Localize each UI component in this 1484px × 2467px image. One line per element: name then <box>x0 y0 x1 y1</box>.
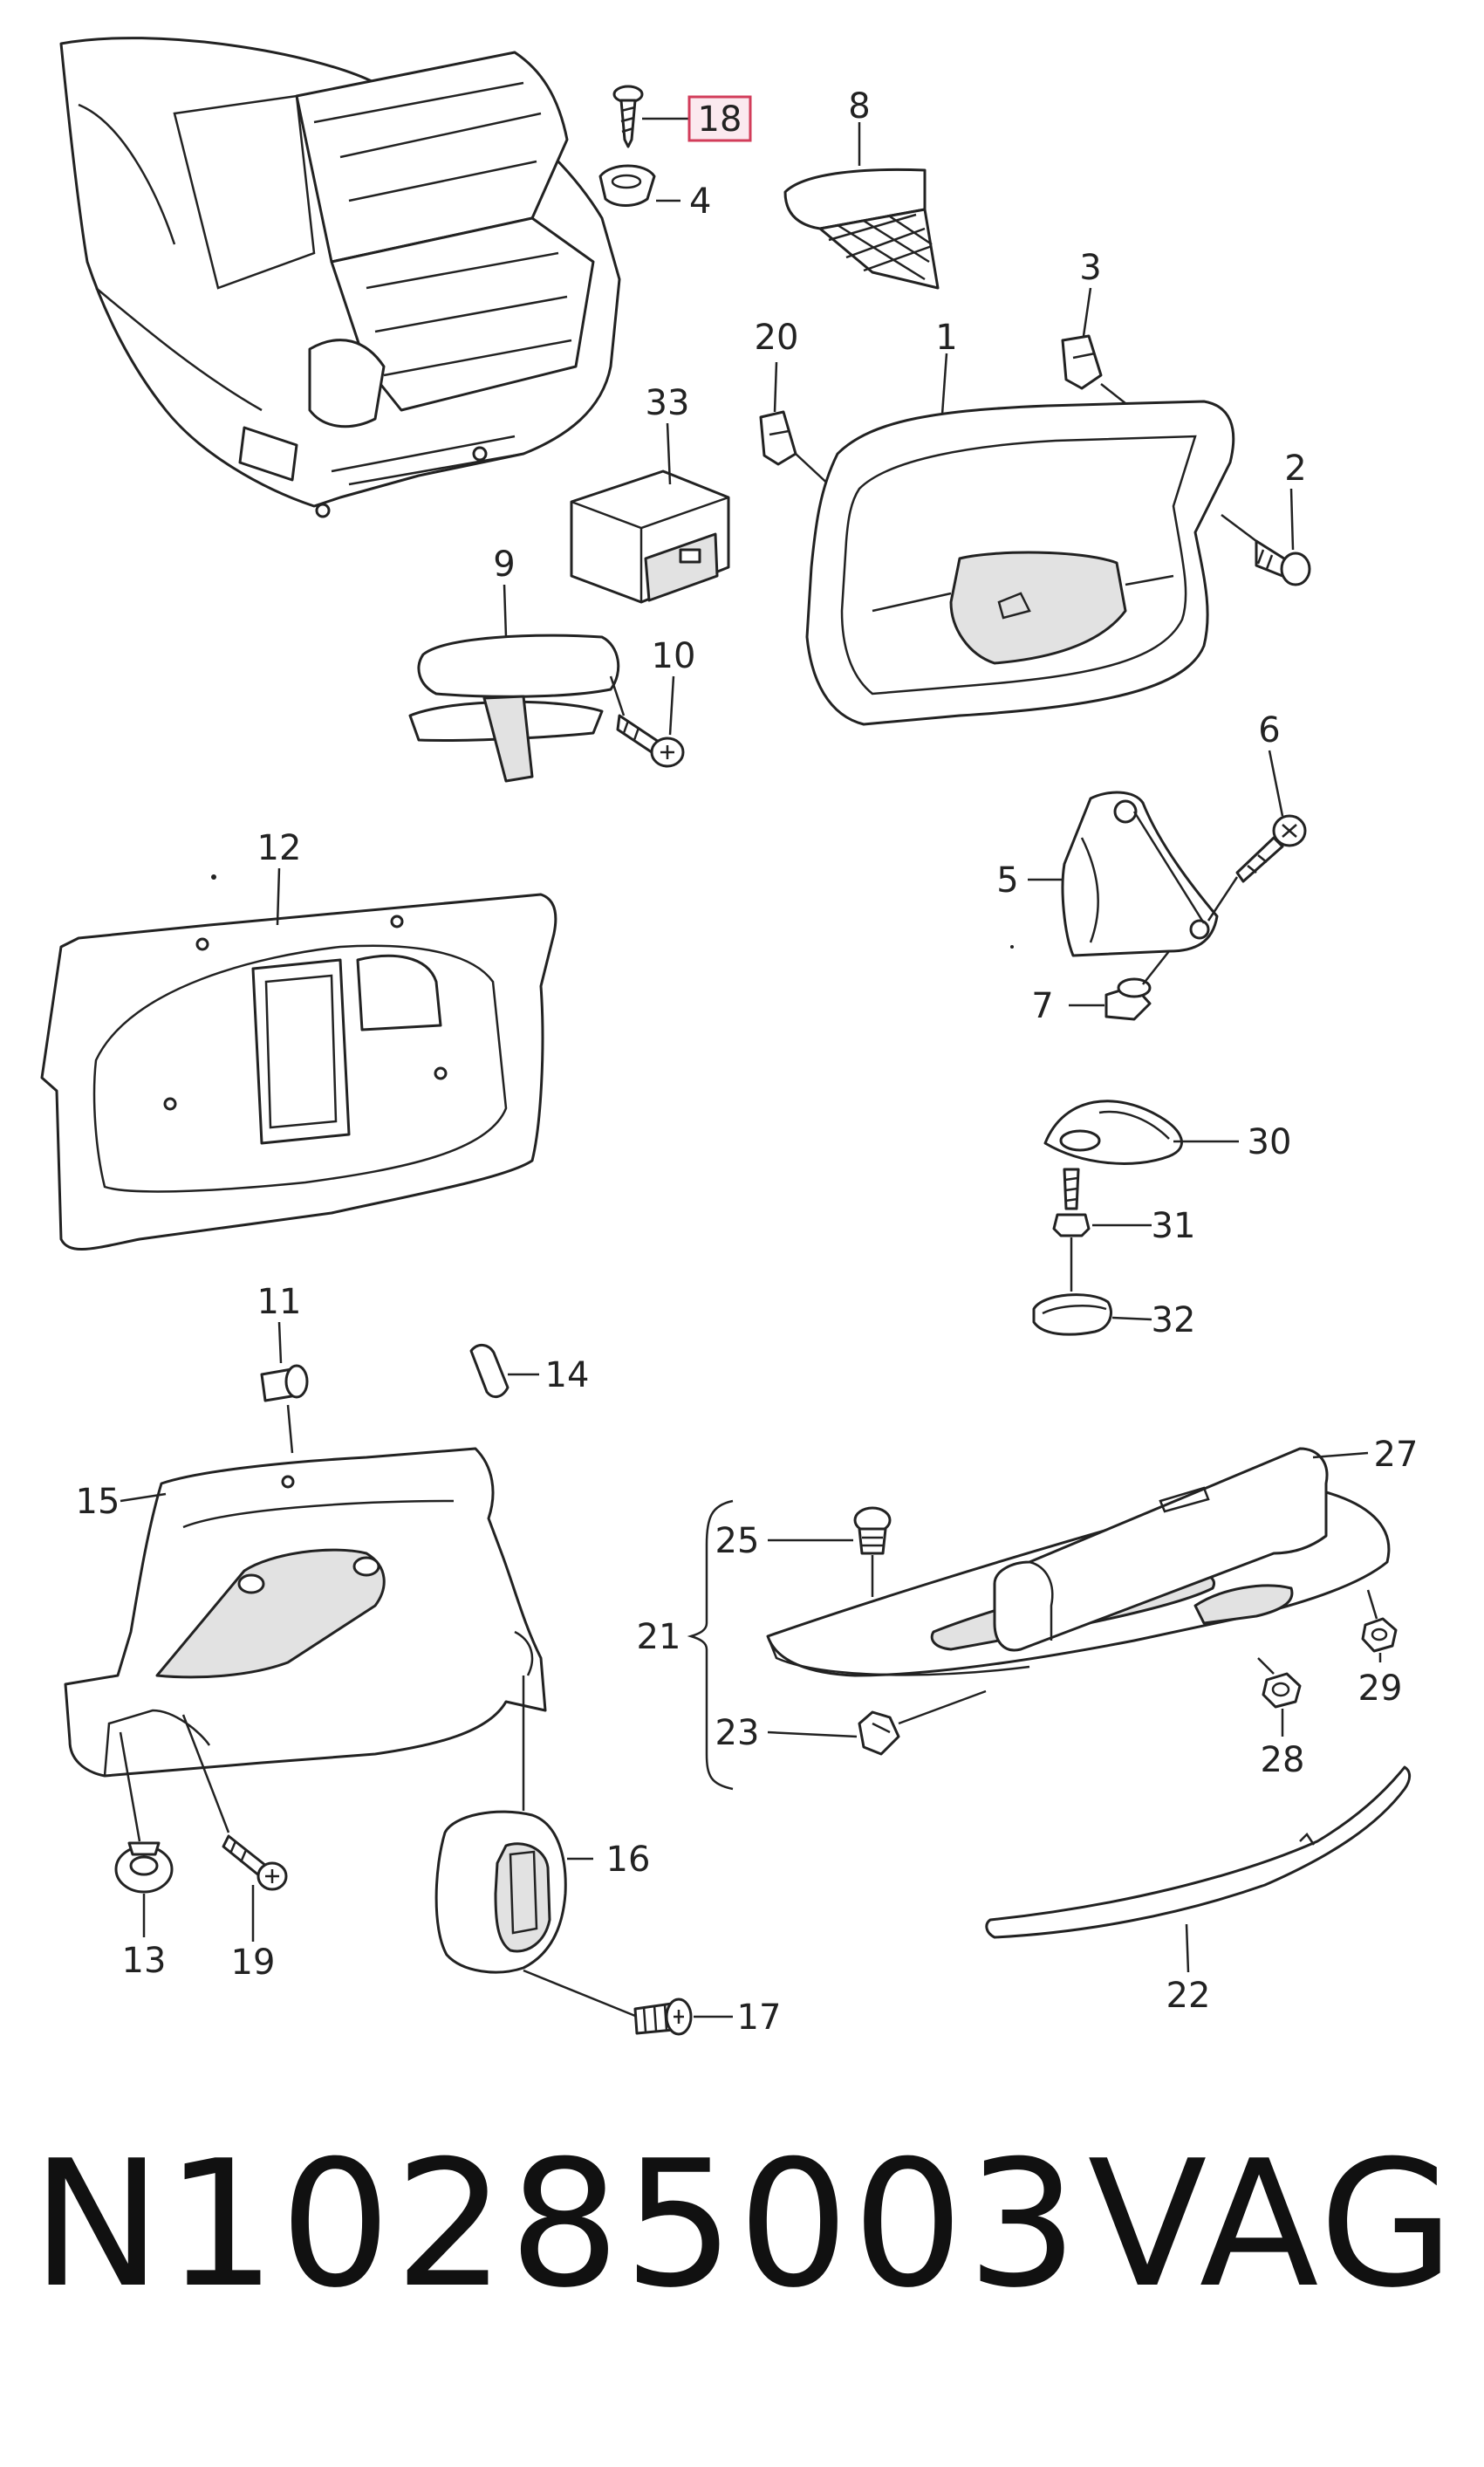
leader-28a <box>1257 1657 1275 1675</box>
footer: N10285003 VAG <box>0 2121 1484 2347</box>
leader-23b <box>898 1689 987 1725</box>
screw-18-icon <box>612 85 644 148</box>
callout-18: 18 <box>698 99 742 140</box>
callout-7: 7 <box>1031 986 1053 1026</box>
bracket-21 <box>687 1499 734 1791</box>
callout-1: 1 <box>935 318 957 358</box>
callout-31: 31 <box>1152 1206 1196 1246</box>
nut-28-icon <box>1262 1672 1302 1709</box>
bolt-17-icon <box>633 1998 693 2036</box>
handle-9-icon <box>408 634 620 783</box>
leader-19a <box>181 1714 230 1833</box>
pad-14-icon <box>469 1344 509 1399</box>
car-rear-illustration <box>59 37 621 518</box>
leader-11 <box>277 1321 283 1364</box>
cover-16-icon <box>434 1810 567 1974</box>
exploded-parts-diagram: 18 4 8 3 20 1 2 <box>40 37 1419 2038</box>
callout-17: 17 <box>737 1998 782 2038</box>
callout-20: 20 <box>755 318 799 358</box>
cap-32-icon <box>1032 1293 1112 1336</box>
leader-23 <box>767 1730 858 1738</box>
bracket-5-icon <box>1061 791 1219 957</box>
callout-18-highlight-box <box>687 95 752 142</box>
callout-15: 15 <box>76 1482 120 1522</box>
callout-11: 11 <box>257 1282 302 1322</box>
callout-30: 30 <box>1248 1122 1292 1162</box>
clip-7-icon <box>1104 977 1152 1021</box>
leader-13a <box>119 1731 141 1842</box>
callout-8: 8 <box>848 86 870 127</box>
leader-17a <box>523 1969 636 2018</box>
leader-22 <box>1185 1923 1190 1973</box>
dot-mark <box>1010 945 1014 949</box>
callout-29: 29 <box>1358 1669 1403 1709</box>
screw-19-icon <box>222 1834 288 1891</box>
screw-6-icon <box>1235 814 1307 883</box>
callout-3: 3 <box>1079 248 1101 288</box>
screw-31-icon <box>1052 1168 1091 1237</box>
clip-20-icon <box>759 410 797 466</box>
leader-12 <box>276 867 281 926</box>
callout-12: 12 <box>257 828 302 868</box>
callout-5: 5 <box>996 860 1018 901</box>
callout-27: 27 <box>1374 1435 1419 1475</box>
leader-27 <box>1312 1451 1369 1459</box>
leader-29a <box>1366 1589 1378 1620</box>
clip-4-icon <box>598 164 656 207</box>
leader-20 <box>773 361 778 413</box>
callout-2: 2 <box>1284 449 1306 489</box>
trim-strip-22-icon <box>985 1765 1412 1939</box>
callout-23: 23 <box>715 1713 760 1753</box>
callout-21: 21 <box>637 1617 681 1657</box>
side-trim-15-icon <box>64 1447 547 1778</box>
callout-9: 9 <box>493 545 515 585</box>
callout-13: 13 <box>122 1941 167 1981</box>
dot-mark <box>211 874 216 880</box>
leader-7b <box>1142 950 1170 985</box>
side-panel-12-icon <box>40 893 557 1251</box>
callout-22: 22 <box>1166 1976 1211 2016</box>
leader-2 <box>1289 488 1295 551</box>
leader-10 <box>668 675 675 736</box>
callout-32: 32 <box>1152 1300 1196 1340</box>
lid-trim-panel-1-icon <box>805 400 1235 726</box>
brand-name: VAG <box>1087 2123 1458 2327</box>
leader-1 <box>940 353 948 415</box>
storage-net-8-icon <box>783 168 940 290</box>
leader-6b <box>1207 876 1239 922</box>
screw-10-icon <box>616 714 685 768</box>
clip-3-icon <box>1061 334 1103 390</box>
clip-23-icon <box>858 1710 900 1756</box>
flap-27-icon <box>993 1447 1329 1652</box>
leader-10b <box>609 675 626 716</box>
clip-25-icon <box>853 1506 892 1555</box>
sleeve-11-icon <box>260 1364 309 1402</box>
screw-2-icon <box>1255 539 1311 586</box>
cap-13-icon <box>114 1841 174 1894</box>
callout-14: 14 <box>545 1355 590 1395</box>
storage-box-33-icon <box>570 469 730 604</box>
callout-28: 28 <box>1261 1740 1305 1780</box>
leader-6 <box>1268 750 1284 817</box>
leader-9 <box>503 584 508 638</box>
leader-5b <box>1132 811 1206 924</box>
leader-2b <box>1221 514 1257 542</box>
nut-29-icon <box>1361 1617 1398 1653</box>
leader-3 <box>1082 287 1092 337</box>
leader-32 <box>1111 1316 1152 1321</box>
part-number: N10285003 <box>31 2123 1082 2327</box>
callout-25: 25 <box>715 1521 760 1561</box>
callout-19: 19 <box>231 1943 276 1983</box>
callout-10: 10 <box>652 636 696 676</box>
leader-15 <box>120 1492 167 1503</box>
callout-6: 6 <box>1258 710 1280 750</box>
clip-30-icon <box>1043 1100 1183 1165</box>
callout-16: 16 <box>606 1840 651 1880</box>
leader-11b <box>286 1404 294 1454</box>
callout-4: 4 <box>689 182 711 222</box>
leader-33 <box>666 422 672 485</box>
callout-33: 33 <box>646 383 690 423</box>
